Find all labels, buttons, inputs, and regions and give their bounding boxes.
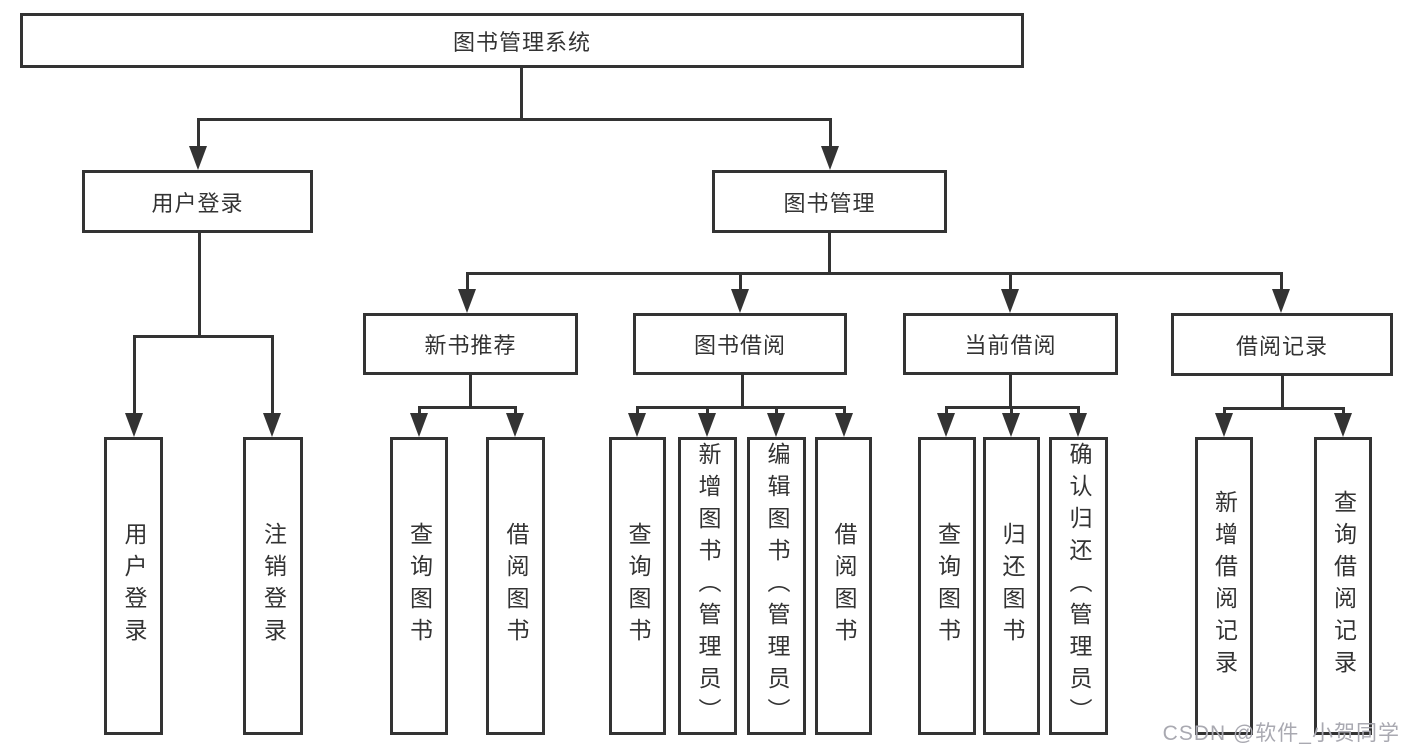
leaf-borrow-books-recommend: 借阅图书 bbox=[486, 437, 545, 735]
connector-line bbox=[1341, 407, 1345, 413]
connector-line bbox=[132, 335, 274, 338]
arrowhead-icon bbox=[506, 413, 524, 437]
leaf-label: 归还图书 bbox=[999, 522, 1025, 650]
connector-line bbox=[513, 406, 517, 413]
leaf-label: 查询图书 bbox=[625, 522, 651, 650]
connector-line bbox=[196, 118, 200, 146]
leaf-edit-books-admin: 编辑图书（管理员） bbox=[747, 437, 806, 735]
leaf-user-login: 用户登录 bbox=[104, 437, 163, 735]
connector-line bbox=[196, 118, 832, 121]
arrowhead-icon bbox=[189, 146, 207, 170]
arrowhead-icon bbox=[821, 146, 839, 170]
arrowhead-icon bbox=[698, 413, 716, 437]
connector-line bbox=[519, 68, 523, 121]
leaf-label: 查询图书 bbox=[406, 522, 433, 650]
arrowhead-icon bbox=[1069, 413, 1087, 437]
arrowhead-icon bbox=[1001, 289, 1019, 313]
leaf-query-borrow-record: 查询借阅记录 bbox=[1314, 437, 1372, 735]
leaf-logout: 注销登录 bbox=[243, 437, 303, 735]
leaf-label: 新增图书（管理员） bbox=[695, 442, 721, 730]
leaf-borrow-books: 借阅图书 bbox=[815, 437, 872, 735]
leaf-label: 查询借阅记录 bbox=[1330, 490, 1357, 682]
node-new-book-recommend: 新书推荐 bbox=[363, 313, 578, 375]
leaf-query-books-current: 查询图书 bbox=[918, 437, 976, 735]
connector-line bbox=[417, 406, 517, 409]
leaf-label: 编辑图书（管理员） bbox=[764, 442, 790, 730]
connector-line bbox=[827, 233, 831, 275]
arrowhead-icon bbox=[767, 413, 785, 437]
node-label: 图书借阅 bbox=[693, 333, 786, 358]
connector-line bbox=[417, 406, 421, 413]
connector-line bbox=[270, 335, 274, 413]
node-book-management: 图书管理 bbox=[712, 170, 947, 233]
node-library-system: 图书管理系统 bbox=[20, 13, 1024, 68]
connector-line bbox=[1222, 407, 1226, 413]
node-label: 新书推荐 bbox=[424, 333, 517, 358]
connector-line bbox=[635, 406, 846, 409]
connector-line bbox=[740, 375, 744, 409]
node-label: 当前借阅 bbox=[964, 333, 1057, 358]
leaf-query-books-borrow: 查询图书 bbox=[609, 437, 666, 735]
leaf-return-books: 归还图书 bbox=[983, 437, 1040, 735]
node-label: 图书管理 bbox=[783, 190, 876, 216]
connector-line bbox=[1076, 406, 1080, 413]
connector-line bbox=[738, 272, 742, 289]
node-user-login: 用户登录 bbox=[82, 170, 313, 233]
leaf-label: 借阅图书 bbox=[831, 522, 857, 650]
arrowhead-icon bbox=[458, 289, 476, 313]
arrowhead-icon bbox=[1334, 413, 1352, 437]
arrowhead-icon bbox=[125, 413, 143, 437]
connector-line bbox=[1008, 272, 1012, 289]
connector-line bbox=[1009, 406, 1013, 413]
connector-line bbox=[705, 406, 709, 413]
leaf-label: 查询图书 bbox=[934, 522, 961, 650]
connector-line bbox=[132, 335, 136, 413]
connector-line bbox=[1279, 272, 1283, 289]
connector-line bbox=[944, 406, 948, 413]
arrowhead-icon bbox=[937, 413, 955, 437]
node-book-borrowing: 图书借阅 bbox=[633, 313, 847, 375]
arrowhead-icon bbox=[1272, 289, 1290, 313]
leaf-add-books-admin: 新增图书（管理员） bbox=[678, 437, 737, 735]
node-borrowing-records: 借阅记录 bbox=[1171, 313, 1393, 376]
connector-line bbox=[842, 406, 846, 413]
leaf-label: 确认归还（管理员） bbox=[1066, 442, 1092, 730]
arrowhead-icon bbox=[731, 289, 749, 313]
connector-line bbox=[465, 272, 469, 289]
connector-line bbox=[465, 272, 1283, 275]
leaf-label: 新增借阅记录 bbox=[1211, 490, 1238, 682]
connector-line bbox=[197, 233, 201, 338]
leaf-label: 注销登录 bbox=[260, 522, 287, 650]
csdn-watermark: CSDN @软件_小贺同学 bbox=[1162, 722, 1400, 745]
node-label: 图书管理系统 bbox=[452, 29, 591, 55]
arrowhead-icon bbox=[263, 413, 281, 437]
leaf-confirm-return-admin: 确认归还（管理员） bbox=[1049, 437, 1108, 735]
node-current-borrowing: 当前借阅 bbox=[903, 313, 1118, 375]
arrowhead-icon bbox=[1002, 413, 1020, 437]
connector-line bbox=[774, 406, 778, 413]
arrowhead-icon bbox=[628, 413, 646, 437]
leaf-label: 用户登录 bbox=[121, 522, 147, 650]
connector-line bbox=[1280, 376, 1284, 410]
arrowhead-icon bbox=[835, 413, 853, 437]
connector-line bbox=[828, 118, 832, 146]
connector-line bbox=[1222, 407, 1345, 410]
leaf-add-borrow-record: 新增借阅记录 bbox=[1195, 437, 1253, 735]
connector-line bbox=[1008, 375, 1012, 409]
leaf-query-books-recommend: 查询图书 bbox=[390, 437, 448, 735]
connector-line bbox=[468, 375, 472, 409]
leaf-label: 借阅图书 bbox=[503, 522, 529, 650]
node-label: 借阅记录 bbox=[1235, 333, 1328, 359]
node-label: 用户登录 bbox=[151, 190, 244, 216]
connector-line bbox=[635, 406, 639, 413]
arrowhead-icon bbox=[1215, 413, 1233, 437]
arrowhead-icon bbox=[410, 413, 428, 437]
